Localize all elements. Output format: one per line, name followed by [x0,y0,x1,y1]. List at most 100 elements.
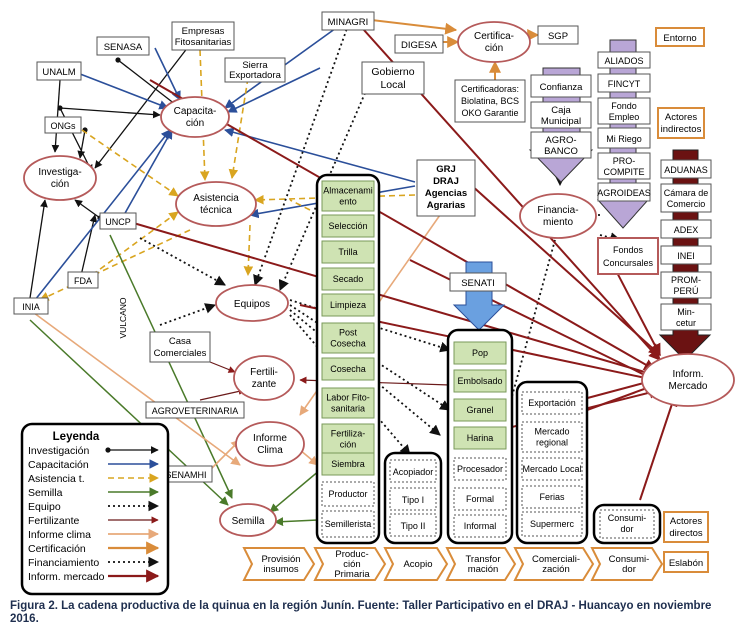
produccion-cell [321,387,375,419]
node-aliados-stack: ALIADOS FINCYT Fondo Empleo Mi Riego PRO… [596,39,651,229]
node-agrobanco-label-2: BANCO [544,146,578,157]
stage-6-line-2: dor [622,564,636,575]
node-financiamiento-label-1: Financia- [537,205,578,216]
node-fertilizante-label-1: Fertili- [250,367,278,378]
node-eslabon-label: Eslabón [669,558,703,569]
acopio-cell-label: Tipo I [402,495,424,505]
produccion-cell [321,510,375,538]
node-ongs-label: ONGs [50,121,76,131]
node-actores-directos-label-1: Actores [670,516,702,527]
node-unalm-label: UNALM [42,67,75,78]
node-fda: FDA [67,271,99,289]
produccion-cell-8-line-2: sanitaria [331,404,365,414]
node-financiamiento: Financia- miento [519,193,597,239]
node-uncp-label: UNCP [105,217,131,227]
node-mincetur-label-1: Min- [677,307,695,317]
node-asistencia-label-2: técnica [200,205,232,216]
stage-4-line-1: Transfor [465,554,500,565]
node-gobierno-local: Gobierno Local [361,61,425,95]
node-sgp-label: SGP [548,31,568,42]
node-actores-indirectos: Actores indirectos [657,107,705,139]
comercializacion-cell-2-line-2: regional [536,438,568,448]
stage-arrow [242,547,316,581]
node-informe-clima-label-1: Informe [253,433,287,444]
node-promperu-label-1: PROM- [671,275,701,285]
acopio-cell [389,513,437,537]
comercializacion-cell-4-line-1: Ferias [539,492,565,502]
node-investigacion: Investiga- ción [23,155,97,201]
transformacion-cell [453,426,507,450]
transformacion-cell-6-line-1: Formal [466,494,494,504]
acopio-cell [389,487,437,511]
node-inform-mercado-label-1: Inform. [672,369,703,380]
stage-2-line-2: ción [343,559,360,570]
node-capacitacion-label-2: ción [186,118,204,129]
transformacion-cell [453,369,507,393]
node-agroveterinaria-label: AGROVETERINARIA [152,406,239,416]
node-fincyt-label: FINCYT [608,79,641,89]
node-capacitacion: Capacita- ción [160,96,230,138]
node-ongs: ONGs [44,116,82,134]
node-miriego-label: Mi Riego [606,134,642,144]
node-certificadoras-label-3: OKO Garantie [461,108,518,118]
node-fondos-label-2: Concursales [603,258,654,268]
produccion-cell [321,481,375,507]
node-minagri-label: MINAGRI [328,17,369,28]
stage-arrows: ProvisióninsumosProduc-ciónPrimariaAcopi… [242,547,664,581]
produccion-cell-11-line-1: Productor [328,489,367,499]
produccion-cell-2-line-1: Selección [328,221,367,231]
node-senamhi-label: SENAMHI [165,470,206,480]
stage-2-line-3: Primaria [334,569,370,580]
transformacion-cell-7-line-1: Informal [464,521,497,531]
node-asistencia-tecnica: Asistencia técnica [175,181,257,227]
node-casa-label-1: Casa [169,336,192,347]
produccion-cell-10-line-1: Siembra [331,459,365,469]
produccion-cell [321,322,375,354]
node-certificadoras-label-1: Certificadoras: [461,84,519,94]
produccion-cell [321,452,375,476]
produccion-cell [321,240,375,264]
stage-5-line-2: zación [542,564,569,575]
node-fondos-concursales: Fondos Concursales [597,237,659,275]
transformacion-cell-2-line-1: Embolsado [457,376,502,386]
transformacion-cell [453,514,507,538]
produccion-cell [321,267,375,291]
node-certificadoras-label-2: Biolatina, BCS [461,96,519,106]
node-unalm: UNALM [36,61,82,81]
transformacion-cell [453,398,507,422]
node-fondos-label-1: Fondos [613,245,644,255]
stage-6-line-1: Consumi- [609,554,650,565]
node-equipos-label: Equipos [234,299,270,310]
legend-item-label: Investigación [28,445,89,457]
node-vulcano-label: VULCANO [118,297,128,338]
node-semilla: Semilla [219,503,277,537]
node-comercio-stack: ADUANAS Cámara de Comercio ADEX INEI PRO… [658,149,712,361]
comercializacion-cell-1-line-1: Exportación [528,398,576,408]
node-fondoempleo-label-2: Empleo [609,112,640,122]
produccion-cell [321,180,375,212]
node-digesa-label: DIGESA [401,40,438,51]
node-camara-label-1: Cámara de [664,188,709,198]
node-sgp: SGP [537,25,579,45]
node-informe-clima-label-2: Clima [257,445,283,456]
node-senati-label: SENATI [461,278,495,289]
stage-3-line-1: Acopio [403,559,432,570]
node-sierra-label-1: Sierra [242,60,268,71]
node-grj-label-1: GRJ [436,164,456,175]
produccion-cell-12-line-1: Semillerista [325,519,372,529]
comercializacion-cell [521,391,583,415]
consumidor-label-1: Consumi- [608,513,647,523]
node-actores-directos-label-2: directos [669,528,703,539]
consumidor-label-2: dor [620,524,633,534]
column-consumidor: Consumi- dor [592,503,662,545]
node-senasa-label: SENASA [104,42,143,53]
node-entorno-label: Entorno [663,33,696,44]
produccion-cell [321,357,375,381]
node-grj-label-3: Agencias [425,188,467,199]
legend-item-label: Equipo [28,501,61,513]
node-financial-institutions: Confianza Caja Municipal AGRO- BANCO [528,67,594,183]
transformacion-cell-3-line-1: Granel [466,405,493,415]
node-senati: SENATI [449,261,507,331]
transformacion-cell [453,341,507,365]
